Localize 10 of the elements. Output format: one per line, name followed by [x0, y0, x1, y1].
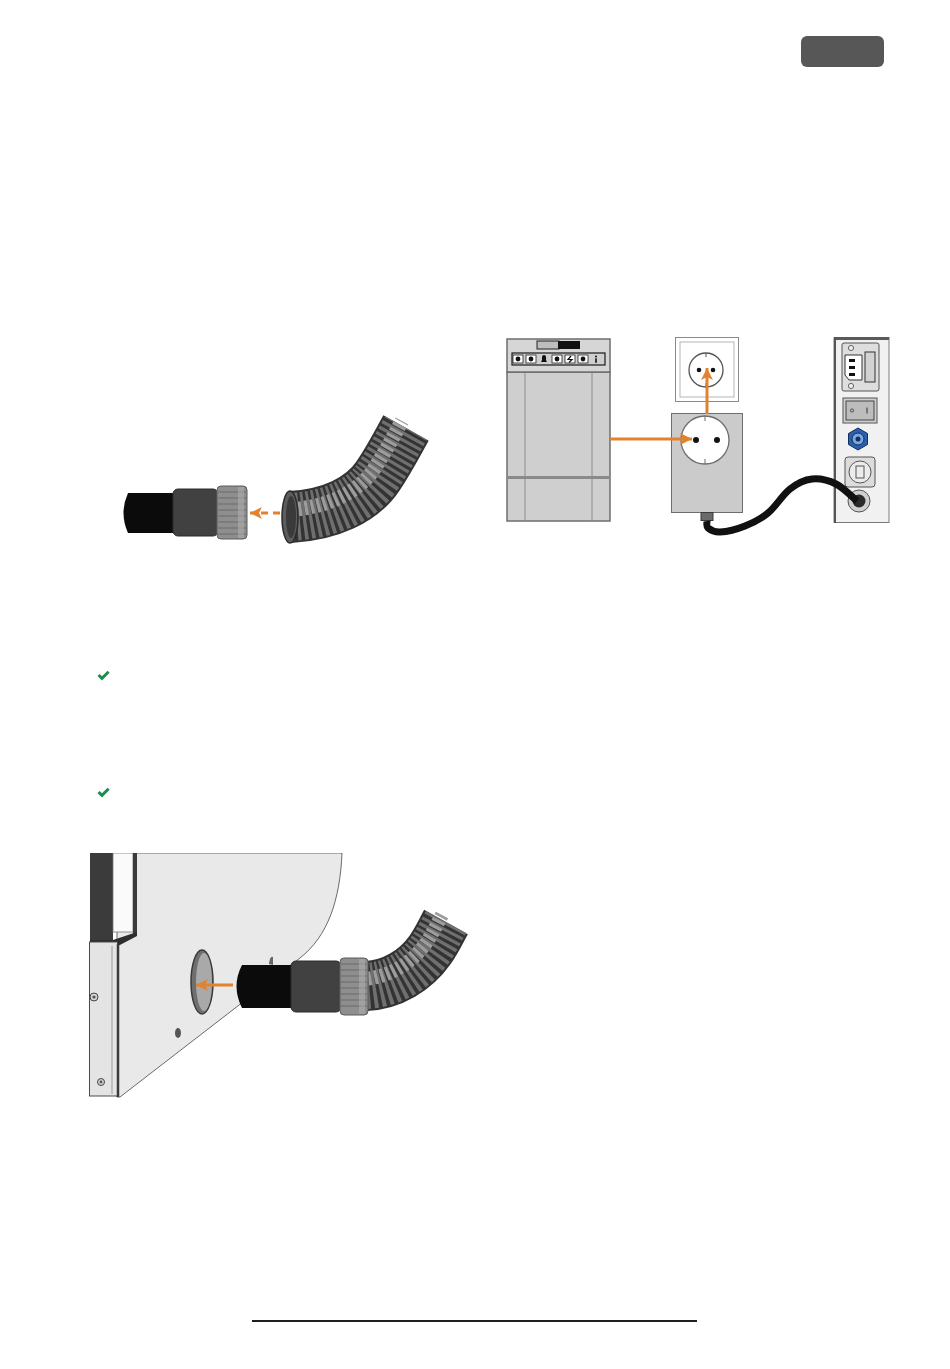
arrow — [196, 979, 233, 991]
socket-adapter-drawing — [671, 413, 743, 521]
mounting-hole — [190, 949, 214, 1015]
device-cabinet-drawing — [506, 338, 611, 522]
arrow — [610, 433, 692, 445]
rear-panel-drawing — [833, 337, 890, 523]
power-cable — [703, 475, 860, 536]
arrow — [701, 368, 713, 414]
wall-socket-drawing — [675, 337, 739, 402]
dashed-arrow — [250, 506, 280, 519]
